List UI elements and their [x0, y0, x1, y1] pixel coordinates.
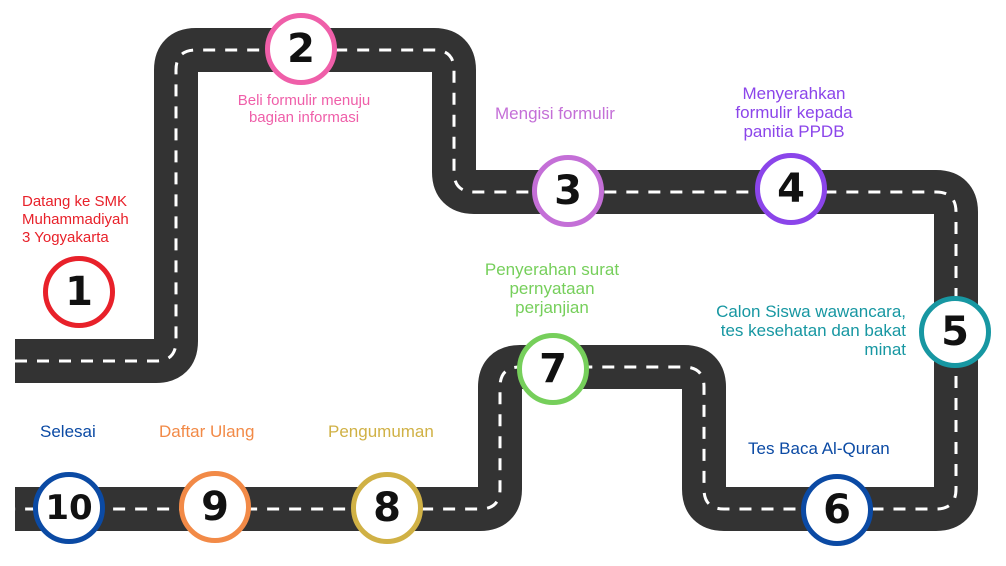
step-3-label: Mengisi formulir	[495, 104, 615, 123]
step-6-label: Tes Baca Al-Quran	[748, 439, 890, 458]
step-6-circle: 6	[801, 474, 873, 546]
step-3-circle: 3	[532, 155, 604, 227]
step-2-number: 2	[287, 26, 315, 72]
step-8-circle: 8	[351, 472, 423, 544]
step-9-circle: 9	[179, 471, 251, 543]
step-7-number: 7	[539, 346, 567, 392]
step-8-label: Pengumuman	[328, 422, 434, 441]
step-7-label: Penyerahan surat pernyataan perjanjian	[484, 260, 620, 317]
step-7-circle: 7	[517, 333, 589, 405]
step-4-circle: 4	[755, 153, 827, 225]
step-5-number: 5	[941, 309, 969, 355]
step-8-number: 8	[373, 485, 401, 531]
step-2-label: Beli formulir menuju bagian informasi	[237, 92, 371, 126]
step-4-label: Menyerahkan formulir kepada panitia PPDB	[735, 84, 853, 141]
step-1-number: 1	[65, 269, 93, 315]
step-10-number: 10	[45, 488, 93, 528]
step-10-circle: 10	[33, 472, 105, 544]
step-1-label: Datang ke SMK Muhammadiyah 3 Yogyakarta	[22, 193, 129, 246]
step-9-label: Daftar Ulang	[159, 422, 255, 441]
step-1-circle: 1	[43, 256, 115, 328]
road-center-dashes	[15, 48, 958, 511]
step-6-number: 6	[823, 487, 851, 533]
step-5-label: Calon Siswa wawancara, tes kesehatan dan…	[716, 302, 906, 359]
step-2-circle: 2	[265, 13, 337, 85]
step-3-number: 3	[554, 168, 582, 214]
step-10-label: Selesai	[40, 422, 96, 441]
step-4-number: 4	[777, 166, 805, 212]
step-9-number: 9	[201, 484, 229, 530]
step-5-circle: 5	[919, 296, 991, 368]
